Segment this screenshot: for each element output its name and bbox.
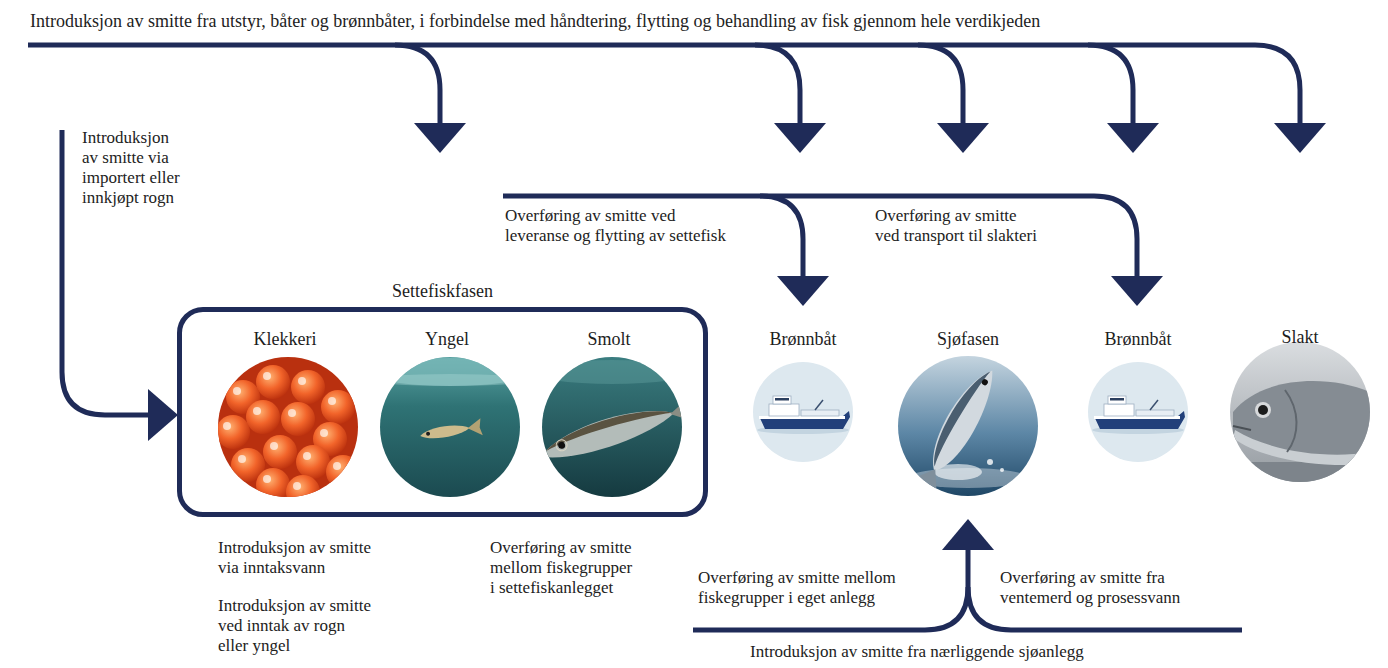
fry-illustration (426, 432, 431, 437)
roe-illustration (263, 435, 297, 469)
roe-illustration (256, 365, 290, 399)
roe-illustration (256, 468, 290, 502)
fry-illustration (419, 418, 483, 443)
route-label: Introduksjon av smitte via inntaksvann (218, 538, 378, 578)
arrow-heads (777, 276, 829, 306)
slaughter-illustration (1255, 402, 1271, 418)
arrow-heads (148, 123, 1326, 550)
slaughter-illustration (1258, 405, 1268, 415)
salmon-illustration (908, 460, 950, 498)
arrow-heads (414, 123, 466, 153)
stage-title: Smolt (536, 328, 682, 350)
stage-title: Brønnbåt (1085, 328, 1191, 350)
fry-illustration (370, 357, 530, 497)
stage-title: Yngel (374, 328, 520, 350)
route-label: Overføring av smitte ved leveranse og fl… (505, 206, 735, 246)
roe-illustration (246, 400, 280, 434)
smolt-illustration (555, 439, 568, 452)
arrow-heads (937, 123, 989, 153)
arrow-heads (942, 519, 994, 550)
stage-title: Settefiskfasen (177, 280, 708, 302)
salmon-illustration (987, 459, 993, 465)
stage-circle: Yngel (374, 328, 520, 497)
roe-illustration (216, 357, 360, 509)
route-label: Overføring av smitte fra ventemerd og pr… (1000, 568, 1185, 608)
arrow-heads (148, 389, 178, 441)
smolt-illustration (667, 394, 699, 429)
wellboat-illustration (757, 396, 850, 434)
wellboat-illustration (753, 362, 853, 462)
route-label: Introduksjon av smitte via importert ell… (82, 128, 186, 208)
slaughter-illustration (1233, 426, 1251, 430)
salmon-illustration (919, 363, 1006, 477)
salmon-illustration (1000, 468, 1004, 472)
roe-illustration (286, 475, 320, 509)
boat-circle: Brønnbåt (750, 328, 856, 462)
arrow-heads (1274, 123, 1326, 153)
slaughter-illustration (1230, 342, 1385, 482)
slaughter-illustration (1233, 430, 1385, 465)
route-label: Overføring av smitte ved transport til s… (875, 206, 1041, 246)
slaughter-illustration (1233, 381, 1385, 463)
arrow-heads (774, 123, 826, 153)
roe-illustration (321, 390, 355, 424)
slaughter-illustration (1233, 381, 1385, 465)
stage-title: Slakt (1227, 326, 1373, 348)
stage-title: Brønnbåt (750, 328, 856, 350)
wellboat-illustration (1092, 396, 1185, 434)
smolt-illustration (557, 441, 565, 449)
stage-title: Sjøfasen (895, 328, 1041, 350)
roe-illustration (216, 415, 250, 449)
wellboat-illustration (1088, 362, 1188, 462)
arrow-heads (1107, 123, 1159, 153)
arrow-heads (1111, 276, 1163, 306)
route-arrows (755, 45, 800, 125)
smolt-illustration (532, 360, 692, 384)
route-label: Overføring av smitte mellom fiskegrupper… (490, 538, 638, 598)
smolt-illustration (532, 357, 700, 497)
salmon-illustration (981, 378, 989, 386)
roe-illustration (296, 445, 330, 479)
route-arrows (395, 45, 440, 125)
route-label: Overføring av smitte mellom fiskegrupper… (698, 568, 903, 608)
fry-illustration (370, 374, 530, 386)
salmon-illustration (923, 366, 993, 467)
route-label: Introduksjon av smitte fra nærliggende s… (750, 642, 1230, 662)
route-arrows (918, 45, 963, 125)
slaughter-illustration (1230, 462, 1370, 482)
roe-illustration (291, 370, 325, 404)
fry-illustration (370, 358, 530, 386)
salmon-illustration (907, 363, 1010, 498)
route-arrows (28, 45, 1300, 125)
route-label: Introduksjon av smitte fra utstyr, båter… (30, 10, 1370, 32)
stage-circle: Klekkeri (212, 328, 358, 497)
fry-illustration (419, 423, 470, 441)
stage-circle: Slakt (1227, 326, 1373, 482)
route-arrows (28, 45, 1300, 630)
stage-circle: Smolt (536, 328, 682, 497)
route-arrows (503, 196, 803, 278)
smolt-illustration (535, 394, 700, 464)
wellboat-illustration (1088, 362, 1188, 462)
roe-illustration (326, 455, 360, 489)
route-arrows (693, 548, 968, 630)
fry-illustration (467, 418, 483, 437)
route-arrows (760, 196, 1137, 278)
slaughter-illustration (1285, 390, 1297, 452)
boat-circle: Brønnbåt (1085, 328, 1191, 462)
wellboat-illustration (753, 362, 853, 462)
stage-circle: Sjøfasen (895, 328, 1041, 496)
route-label: Introduksjon av smitte ved inntak av rog… (218, 596, 378, 656)
smolt-illustration (536, 402, 679, 464)
stage-title: Klekkeri (212, 328, 358, 350)
phase-box: SettefiskfasenKlekkeri Yngel Smolt (177, 280, 708, 517)
route-arrows (1088, 45, 1133, 125)
smolt-illustration (542, 404, 674, 452)
salmon-illustration (898, 356, 1038, 496)
roe-illustration (281, 402, 315, 436)
salmon-illustration (898, 356, 1038, 499)
